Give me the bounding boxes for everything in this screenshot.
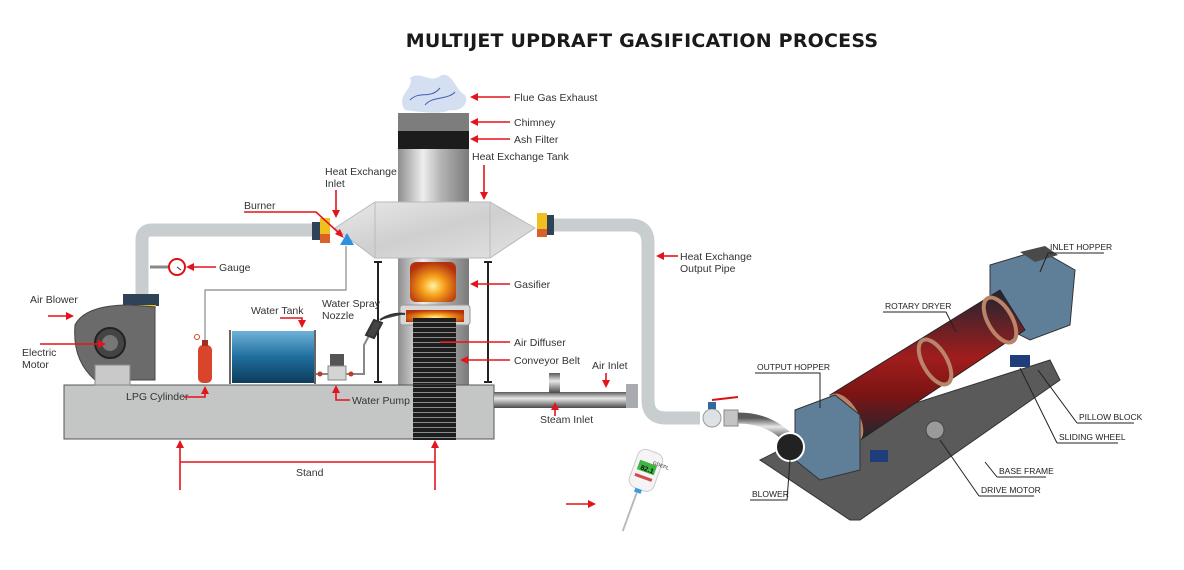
callout-heat-exchange-tank: Heat Exchange Tank: [472, 151, 569, 200]
air-supply-pipe: [135, 218, 330, 295]
label-burner: Burner: [244, 200, 276, 212]
air-blower: [74, 294, 159, 386]
label-ash-filter: Ash Filter: [514, 134, 559, 146]
label-base-frame: BASE FRAME: [999, 466, 1054, 476]
callout-conveyor-belt: Conveyor Belt: [460, 355, 580, 367]
label-output-hopper: OUTPUT HOPPER: [757, 362, 830, 372]
label-water-spray-nozzle-2: Nozzle: [322, 310, 354, 322]
label-lpg-cylinder: LPG Cylinder: [126, 391, 189, 403]
label-water-pump: Water Pump: [352, 395, 410, 407]
callout-inlet-hopper: INLET HOPPER: [1039, 242, 1112, 273]
flue-gas-smoke: [402, 74, 467, 113]
gas-line: [204, 246, 347, 345]
label-conveyor-belt: Conveyor Belt: [514, 355, 580, 367]
label-pillow-block: PILLOW BLOCK: [1079, 412, 1143, 422]
diagram-title: MULTIJET UPDRAFT GASIFICATION PROCESS: [405, 30, 879, 52]
callout-water-spray-nozzle: Water Spray Nozzle: [322, 298, 381, 322]
label-heat-exchange-output-pipe-2: Output Pipe: [680, 263, 736, 275]
label-heat-exchange-inlet-2: Inlet: [325, 178, 345, 190]
label-drive-motor: DRIVE MOTOR: [981, 485, 1041, 495]
label-gauge: Gauge: [219, 262, 251, 274]
label-sliding-wheel: SLIDING WHEEL: [1059, 432, 1126, 442]
callout-air-inlet: Air Inlet: [592, 360, 628, 388]
callout-ash-filter: Ash Filter: [470, 134, 559, 146]
label-rotary-dryer: ROTARY DRYER: [885, 301, 951, 311]
callout-pillow-block: PILLOW BLOCK: [1037, 369, 1143, 424]
water-pump: [316, 329, 373, 381]
pressure-gauge: [150, 258, 186, 276]
callout-sliding-wheel: SLIDING WHEEL: [1019, 367, 1126, 444]
callout-drive-motor: DRIVE MOTOR: [939, 439, 1041, 497]
callout-chimney: Chimney: [470, 117, 556, 129]
conveyor-belt-lower: [413, 385, 456, 440]
callout-water-pump: Water Pump: [332, 385, 410, 407]
heat-exchange-output-pipe: [537, 213, 700, 425]
callout-base-frame: BASE FRAME: [984, 461, 1054, 478]
label-water-tank: Water Tank: [251, 305, 304, 317]
callout-heat-exchange-output-pipe: Heat Exchange Output Pipe: [656, 251, 752, 275]
thermometer-reading: 82.1: [639, 465, 654, 476]
label-heat-exchange-output-pipe-1: Heat Exchange: [680, 251, 752, 263]
label-heat-exchange-inlet-1: Heat Exchange: [325, 166, 397, 178]
callout-gauge: Gauge: [186, 262, 251, 274]
label-gasifier: Gasifier: [514, 279, 551, 291]
label-steam-inlet: Steam Inlet: [540, 414, 593, 426]
callout-heat-exchange-inlet: Heat Exchange Inlet: [325, 166, 397, 218]
label-electric-motor-2: Motor: [22, 359, 49, 371]
callout-rotary-dryer: ROTARY DRYER: [883, 301, 957, 333]
label-air-blower: Air Blower: [30, 294, 78, 306]
water-tank: [229, 330, 316, 384]
label-air-inlet: Air Inlet: [592, 360, 628, 372]
valve: [702, 396, 795, 444]
label-electric-motor-1: Electric: [22, 347, 56, 359]
water-spray-nozzle: [364, 312, 406, 340]
callout-output-hopper: OUTPUT HOPPER: [755, 362, 830, 408]
callout-stand: Stand: [176, 440, 439, 490]
label-water-spray-nozzle-1: Water Spray: [322, 298, 381, 310]
thermometer-brand: GDEPL: [652, 460, 670, 472]
label-heat-exchange-tank: Heat Exchange Tank: [472, 151, 569, 163]
steam-air-inlet-pipe: [494, 373, 638, 408]
lpg-cylinder: [194, 334, 212, 383]
callout-air-diffuser: Air Diffuser: [440, 337, 566, 349]
label-flue-gas-exhaust: Flue Gas Exhaust: [514, 92, 598, 104]
callout-gasifier: Gasifier: [470, 279, 551, 291]
digital-thermometer: [621, 448, 664, 532]
label-inlet-hopper: INLET HOPPER: [1050, 242, 1112, 252]
callout-air-blower: Air Blower: [30, 294, 78, 320]
callout-lpg-cylinder: LPG Cylinder: [126, 386, 209, 403]
callout-water-tank: Water Tank: [251, 305, 306, 328]
rotary-dryer-machine: [759, 246, 1076, 521]
callout-flue-gas-exhaust: Flue Gas Exhaust: [470, 92, 598, 104]
callout-burner: Burner: [244, 200, 344, 238]
callout-steam-inlet: Steam Inlet: [540, 402, 593, 426]
heat-exchange-tank: [334, 201, 536, 259]
label-blower: BLOWER: [752, 489, 789, 499]
callout-electric-motor: Electric Motor: [22, 340, 106, 371]
callout-blower: BLOWER: [750, 459, 791, 501]
label-stand: Stand: [296, 467, 324, 479]
label-chimney: Chimney: [514, 117, 556, 129]
burner: [340, 233, 354, 245]
label-air-diffuser: Air Diffuser: [514, 337, 566, 349]
